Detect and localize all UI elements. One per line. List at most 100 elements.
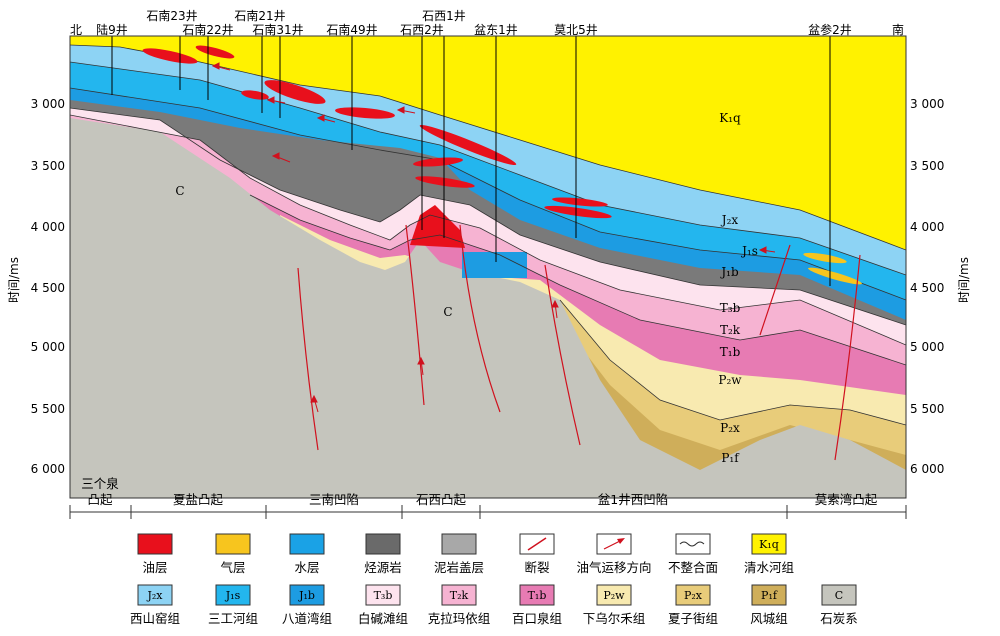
tick-label: 5 500	[910, 402, 944, 416]
tick-label: 5 000	[31, 340, 65, 354]
svg-text:油气运移方向: 油气运移方向	[576, 560, 651, 575]
formation-label: T₃b	[720, 301, 741, 315]
tick-label: 3 000	[910, 97, 944, 111]
formation-label: P₁f	[721, 451, 740, 465]
well-label: 盆参2井	[808, 22, 852, 37]
region-label: 三南凹陷	[309, 492, 359, 507]
tick-label: 5 000	[910, 340, 944, 354]
svg-text:J₂x: J₂x	[146, 589, 163, 602]
region-labels: 三个泉 凸起 夏盐凸起 三南凹陷 石西凸起 盆1井西凹陷 莫索湾凸起	[81, 476, 878, 507]
region-label: 凸起	[87, 492, 113, 507]
legend-item-fault: 断裂	[519, 533, 555, 575]
formation-label: J₁b	[719, 265, 739, 279]
legend-item-gas: 气层	[215, 533, 251, 575]
legend-item-c: C 石炭系	[820, 584, 858, 626]
legend-item-t1b: T₁b 百口泉组	[512, 584, 562, 626]
north-label: 北	[70, 23, 82, 37]
well-label: 石南31井	[252, 22, 303, 37]
south-label: 南	[892, 22, 904, 37]
axis-title: 时间/ms	[7, 257, 21, 303]
water-zone	[462, 252, 527, 278]
legend-item-j2x: J₂x 西山窑组	[130, 584, 180, 626]
svg-text:不整合面: 不整合面	[668, 560, 718, 575]
legend-item-water: 水层	[289, 533, 325, 575]
region-bar	[69, 505, 907, 519]
region-label: 盆1井西凹陷	[598, 492, 668, 507]
svg-text:P₂x: P₂x	[684, 589, 703, 602]
legend-item-source-rock: 烃源岩	[364, 533, 402, 575]
well-label: 石南49井	[326, 22, 377, 37]
formation-label: T₁b	[720, 345, 741, 359]
legend-item-unconformity: 不整合面	[668, 533, 718, 575]
right-axis: 3 000 3 500 4 000 4 500 5 000 5 500 6 00…	[910, 97, 971, 476]
svg-text:西山窑组: 西山窑组	[130, 611, 180, 626]
formation-label: K₁q	[719, 111, 741, 125]
well-lines	[111, 36, 831, 286]
svg-text:K₁q: K₁q	[759, 538, 779, 551]
legend-item-p2w: P₂w 下乌尔禾组	[583, 584, 646, 626]
well-labels: 陆9井 石南23井 石南22井 石南21井 石南31井 石南49井 石西1井 石…	[70, 8, 904, 37]
faults	[297, 224, 861, 461]
svg-text:夏子街组: 夏子街组	[668, 611, 718, 626]
svg-text:C: C	[835, 589, 843, 602]
formation-label: J₂x	[720, 213, 739, 227]
svg-text:清水河组: 清水河组	[744, 560, 794, 575]
gas-lenses	[803, 252, 862, 285]
tick-label: 5 500	[31, 402, 65, 416]
formation-label: P₂w	[718, 373, 742, 387]
region-label: 夏盐凸起	[173, 492, 224, 507]
svg-text:气层: 气层	[220, 560, 245, 575]
svg-text:泥岩盖层: 泥岩盖层	[434, 560, 484, 575]
well-label: 石西2井	[400, 23, 444, 37]
well-label: 莫北5井	[554, 23, 598, 37]
well-label: 陆9井	[96, 22, 128, 37]
svg-text:风城组: 风城组	[750, 611, 788, 626]
tick-label: 3 000	[31, 97, 65, 111]
region-label: 三个泉	[81, 476, 119, 491]
svg-text:下乌尔禾组: 下乌尔禾组	[583, 611, 646, 626]
svg-text:水层: 水层	[294, 560, 319, 575]
svg-text:断裂: 断裂	[524, 560, 549, 575]
axis-title: 时间/ms	[957, 257, 971, 303]
formation-label: C	[443, 305, 452, 319]
tick-label: 4 500	[31, 281, 65, 295]
tick-label: 4 000	[31, 220, 65, 234]
formation-label: T₂k	[720, 323, 741, 337]
migration-arrows	[211, 62, 776, 413]
tick-label: 4 000	[910, 220, 944, 234]
tick-label: 3 500	[31, 159, 65, 173]
left-axis: 3 000 3 500 4 000 4 500 5 000 5 500 6 00…	[7, 97, 65, 476]
formation-label: C	[175, 184, 184, 198]
unconformity-icon	[679, 541, 705, 547]
svg-text:石炭系: 石炭系	[820, 611, 858, 626]
tick-label: 6 000	[910, 462, 944, 476]
svg-text:烃源岩: 烃源岩	[364, 560, 402, 575]
legend-item-p1f: P₁f 风城组	[750, 584, 788, 626]
well-label: 石南23井	[146, 8, 197, 23]
svg-text:油层: 油层	[142, 560, 167, 575]
svg-text:百口泉组: 百口泉组	[512, 611, 562, 626]
legend-item-p2x: P₂x 夏子街组	[668, 584, 718, 626]
well-label: 盆东1井	[474, 23, 518, 37]
legend-item-caprock: 泥岩盖层	[434, 533, 484, 575]
svg-text:T₃b: T₃b	[374, 589, 393, 602]
formation-label: P₂x	[720, 421, 740, 435]
tick-label: 4 500	[910, 281, 944, 295]
svg-text:T₁b: T₁b	[528, 589, 547, 602]
well-label: 石南21井	[234, 8, 285, 23]
carboniferous-basement	[70, 118, 906, 498]
svg-text:P₂w: P₂w	[603, 589, 625, 602]
svg-text:三工河组: 三工河组	[208, 611, 258, 626]
formation-label: J₁s	[740, 244, 758, 258]
legend-item-migration: 油气运移方向	[576, 533, 652, 575]
formation-labels: K₁q J₂x J₁s J₁b T₃b T₂k T₁b P₂w P₂x P₁f …	[175, 111, 757, 465]
svg-text:P₁f: P₁f	[761, 589, 778, 602]
svg-text:克拉玛依组: 克拉玛依组	[428, 611, 491, 626]
fault-symbol-icon	[527, 537, 547, 551]
legend-item-oil: 油层	[137, 533, 173, 575]
